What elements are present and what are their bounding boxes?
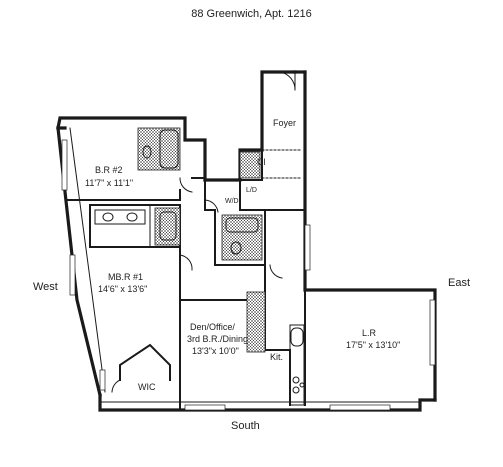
room-closet: Cl <box>257 157 266 167</box>
doors <box>111 71 301 393</box>
room-foyer: Foyer <box>273 118 297 128</box>
room-mbr1-size: 14'6" x 13'6" <box>98 284 148 294</box>
interior-walls <box>66 149 306 411</box>
room-linen: L/D <box>246 187 257 194</box>
room-br2-name: B.R #2 <box>95 165 123 175</box>
bathroom-tiles <box>137 127 266 353</box>
compass-south: South <box>231 420 260 432</box>
room-kitchen: Kit. <box>270 352 284 362</box>
room-br2-size: 11'7" x 11'1" <box>85 178 134 188</box>
room-den-size: 13'3"x 10'0" <box>192 346 239 356</box>
room-den-line2: 3rd B.R./Dining <box>187 334 249 344</box>
room-lr-size: 17'5" x 13'10" <box>346 340 401 350</box>
room-laundry: W/D <box>225 198 239 205</box>
compass-east: East <box>448 277 471 289</box>
room-mbr1-name: MB.R #1 <box>108 272 144 282</box>
compass-west: West <box>33 281 58 293</box>
room-den-line1: Den/Office/ <box>190 322 235 332</box>
room-wic: WIC <box>138 382 156 392</box>
room-lr-name: L.R <box>362 328 377 338</box>
fixtures <box>94 129 305 406</box>
windows <box>61 139 436 411</box>
plan-title: 88 Greenwich, Apt. 1216 <box>191 8 312 20</box>
